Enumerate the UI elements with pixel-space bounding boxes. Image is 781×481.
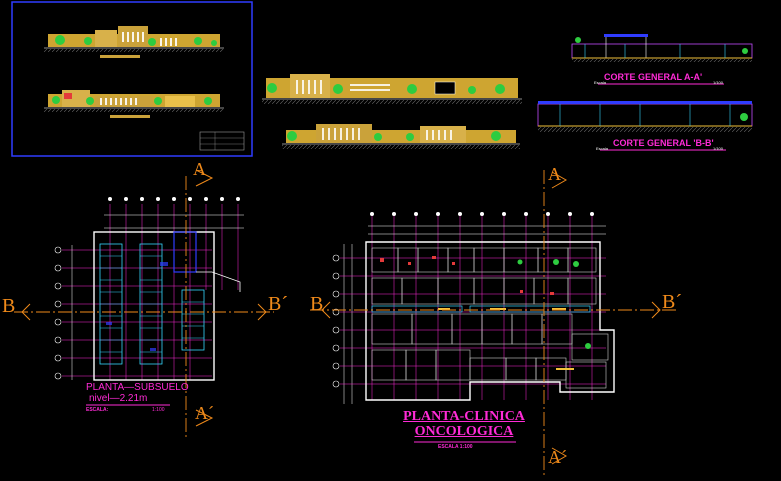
section-b-title: CORTE GENERAL 'B-B' [613, 138, 714, 148]
cut-marker-a-top-basement: A [193, 159, 206, 179]
cut-marker-b-left-basement: B [2, 295, 16, 317]
section-a-drawing [571, 34, 753, 85]
cut-arrows [21, 169, 661, 465]
board-frame [11, 1, 253, 157]
elevation-board [11, 1, 253, 157]
cut-marker-b-right-basement: B´ [268, 293, 288, 315]
cut-lines [14, 170, 676, 478]
cut-marker-b-left-clinic: B [310, 293, 324, 315]
section-a-scale-value: 1/100 [713, 80, 724, 85]
clinic-plan-title: PLANTA-CLINICA [403, 409, 525, 424]
axis-lines-horizontal [62, 249, 212, 377]
clinic-plants [517, 259, 591, 349]
section-b-scale-label: Escala [596, 146, 609, 151]
basement-outer-wall [93, 231, 215, 381]
cut-marker-a-top-clinic: A [548, 164, 561, 184]
clinic-scale: ESCALA 1:100 [438, 444, 473, 450]
facade-elevation-1 [44, 26, 224, 58]
facade-elevation-4 [282, 124, 520, 149]
facade-elevation-2 [44, 90, 224, 118]
facade-elevation-3 [262, 74, 522, 104]
section-a-scale-label: Escala [594, 80, 607, 85]
basement-plan [54, 197, 244, 406]
axis-bubbles-top [108, 197, 240, 201]
clinic-plan [332, 212, 615, 443]
clinic-plan-subtitle: ONCOLOGICA [414, 424, 514, 439]
title-block [199, 131, 245, 151]
cut-marker-a-bottom-clinic: A´ [548, 447, 567, 467]
basement-plan-level: nivel—2.21m [89, 393, 148, 404]
basement-scale-value: 1:100 [152, 407, 165, 413]
section-a-title: CORTE GENERAL A-A' [604, 72, 703, 82]
clinic-rooms [371, 247, 609, 389]
basement-plan-title: PLANTA—SUBSUELO [86, 382, 189, 393]
section-b-drawing [537, 101, 753, 151]
cut-marker-b-right-clinic: B´ [662, 291, 682, 313]
cut-marker-a-bottom-basement: A´ [195, 403, 214, 423]
clinic-outer-wall [365, 241, 615, 401]
ramp [196, 271, 241, 292]
stair-core [173, 231, 197, 273]
section-b-scale-value: 1/100 [713, 146, 724, 151]
basement-scale-label: ESCALA: [86, 407, 109, 413]
axis-lines-vertical [109, 204, 239, 380]
clinic-room-tags [438, 308, 574, 370]
clinic-fixtures-red [380, 256, 554, 295]
